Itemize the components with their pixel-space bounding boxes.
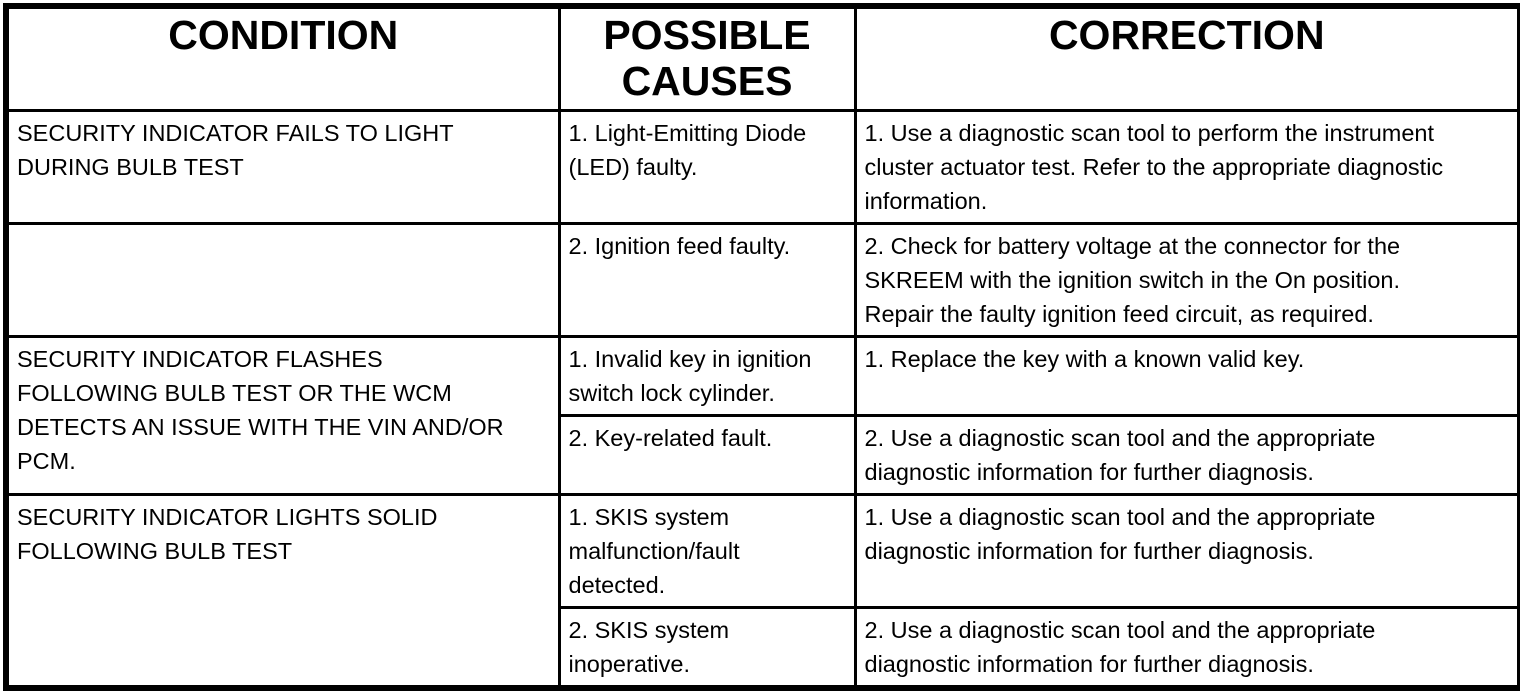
- condition-cell-empty: [4, 221, 561, 338]
- manual-page: CONDITION POSSIBLE CAUSES CORRECTION SEC…: [3, 3, 1520, 691]
- condition-cell-group3: SECURITY INDICATOR LIGHTS SOLID FOLLOWIN…: [4, 492, 561, 690]
- cause-cell: 2. Ignition feed faulty.: [557, 221, 857, 338]
- column-header-condition: CONDITION: [4, 4, 561, 112]
- header-row: CONDITION POSSIBLE CAUSES CORRECTION: [4, 4, 1520, 112]
- table-row: 2. Key-related fault. 2. Use a diagnosti…: [6, 413, 1520, 496]
- correction-cell: 1. Use a diagnostic scan tool to perform…: [853, 108, 1520, 225]
- table-row: SECURITY INDICATOR FLASHES FOLLOWING BUL…: [4, 334, 1520, 496]
- correction-cell: 2. Check for battery voltage at the conn…: [853, 221, 1520, 338]
- cause-cell: 2. Key-related fault.: [557, 413, 857, 496]
- cause-cell: 1. Invalid key in ignition switch lock c…: [557, 334, 857, 417]
- condition-cell-group1: SECURITY INDICATOR FAILS TO LIGHT DURING…: [4, 108, 561, 225]
- correction-cell: 1. Use a diagnostic scan tool and the ap…: [853, 492, 1520, 609]
- cause-cell: 1. SKIS system malfunction/fault detecte…: [557, 492, 857, 609]
- column-header-correction: CORRECTION: [853, 4, 1520, 112]
- cause-cell: 2. SKIS system inoperative.: [557, 605, 857, 690]
- column-header-possible-causes: POSSIBLE CAUSES: [557, 4, 857, 112]
- table-row: SECURITY INDICATOR LIGHTS SOLID FOLLOWIN…: [4, 492, 1520, 690]
- correction-cell: 1. Replace the key with a known valid ke…: [853, 334, 1520, 417]
- table-row: 2. Ignition feed faulty. 2. Check for ba…: [4, 221, 1520, 338]
- table-row: SECURITY INDICATOR FAILS TO LIGHT DURING…: [4, 108, 1520, 225]
- condition-cell-group2: SECURITY INDICATOR FLASHES FOLLOWING BUL…: [4, 334, 561, 496]
- correction-cell: 2. Use a diagnostic scan tool and the ap…: [853, 413, 1520, 496]
- cause-cell: 1. Light-Emitting Diode (LED) faulty.: [557, 108, 857, 225]
- correction-cell: 2. Use a diagnostic scan tool and the ap…: [853, 605, 1520, 690]
- diagnostic-table: CONDITION POSSIBLE CAUSES CORRECTION SEC…: [3, 3, 1520, 691]
